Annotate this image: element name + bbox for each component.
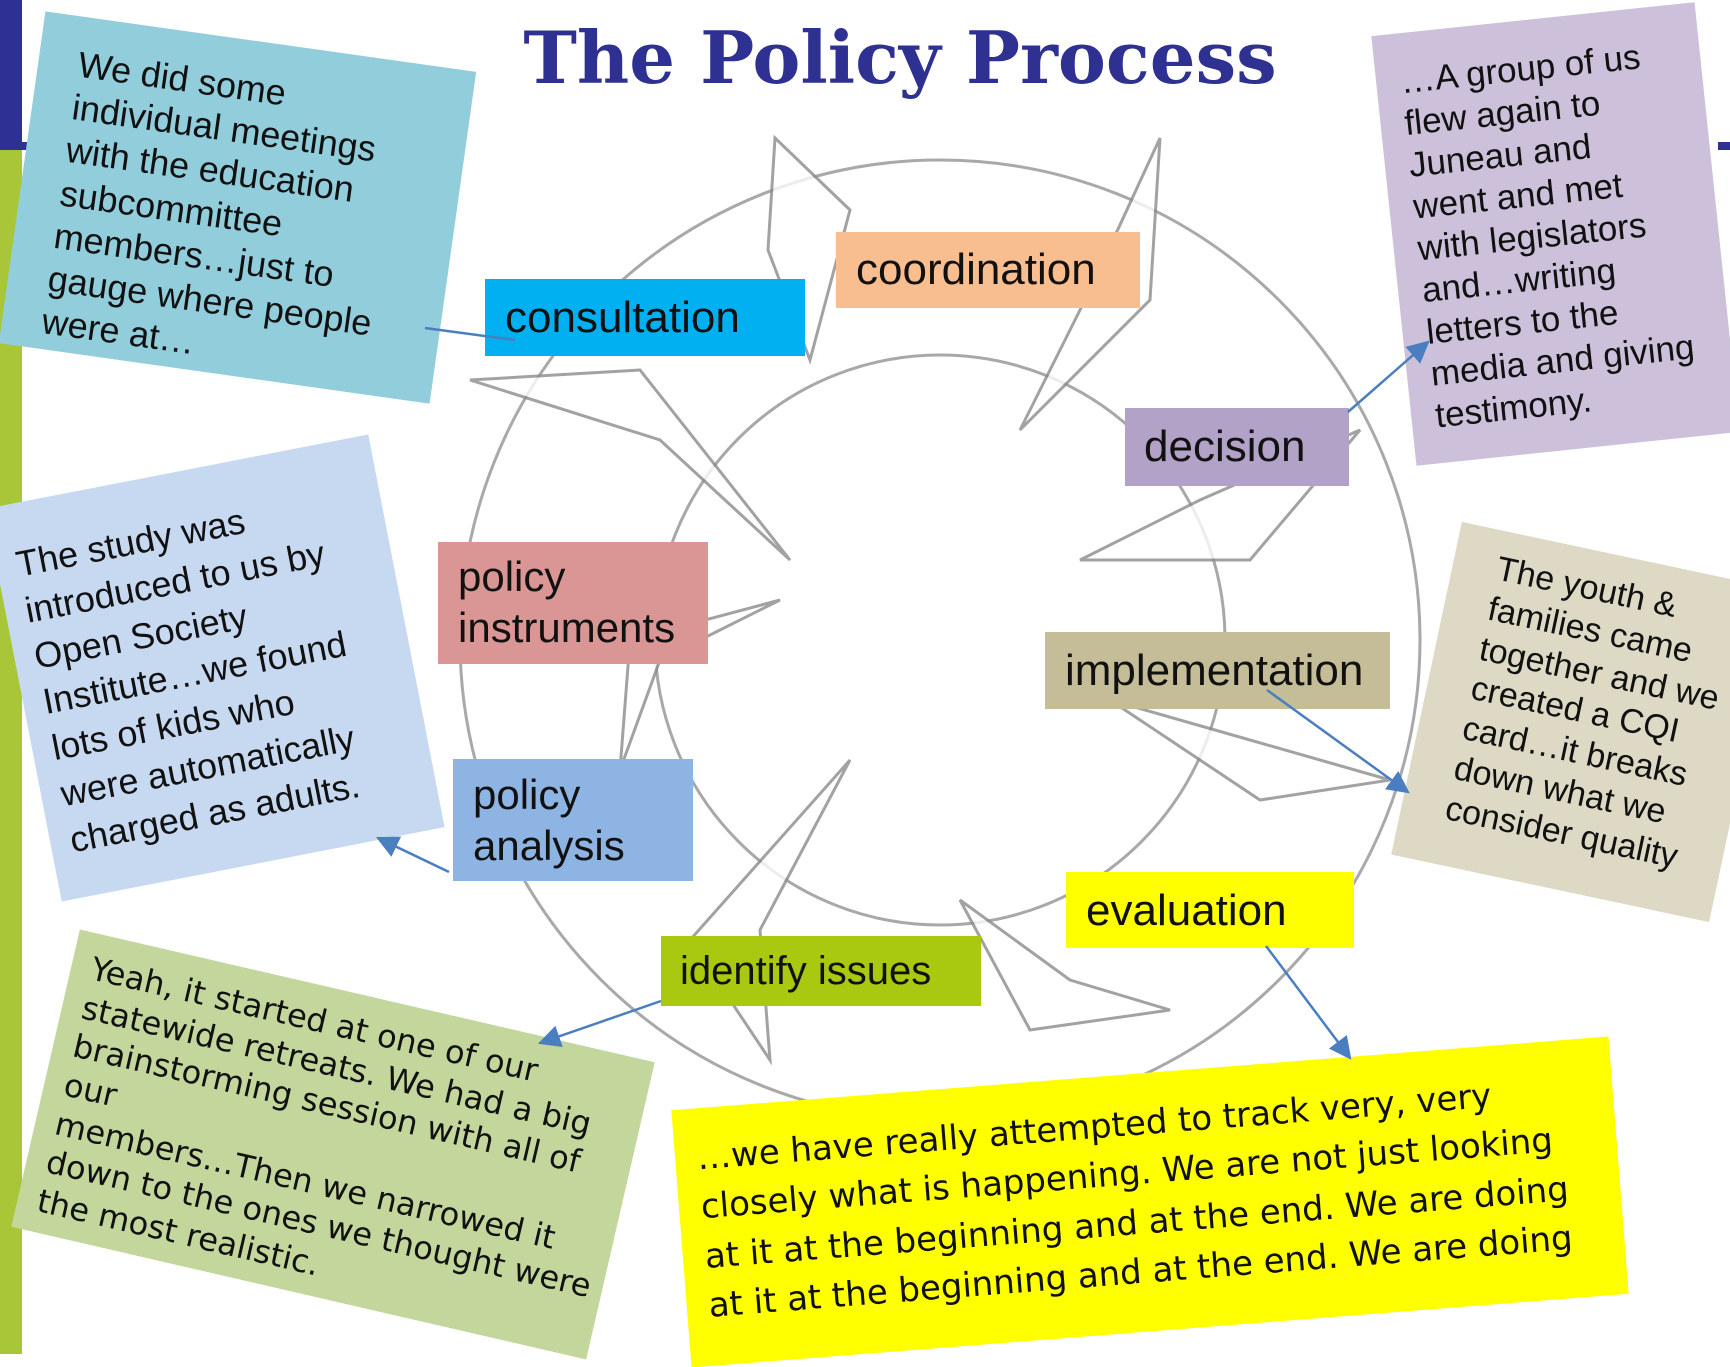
stage-decision: decision — [1125, 408, 1349, 486]
stage-policy-analysis: policy analysis — [453, 759, 693, 881]
stage-evaluation-label: evaluation — [1086, 886, 1287, 935]
connector-policy-analysis — [375, 836, 450, 874]
stage-policy-analysis-line1: policy — [473, 771, 581, 818]
stage-coordination: coordination — [836, 232, 1140, 308]
stage-evaluation: evaluation — [1066, 872, 1354, 948]
stage-implementation-label: implementation — [1065, 646, 1364, 695]
cycle-arrow-1 — [766, 134, 852, 365]
stage-policy-instruments-line2: instruments — [458, 604, 676, 652]
stage-consultation-label: consultation — [505, 293, 740, 342]
connector-implementation — [1266, 688, 1410, 794]
stage-consultation: consultation — [485, 279, 805, 356]
stage-decision-label: decision — [1144, 422, 1306, 471]
connector-evaluation — [1265, 945, 1352, 1060]
stage-identify-issues-label: identify issues — [680, 949, 932, 993]
cycle-arrow-8 — [469, 368, 792, 562]
page-title: The Policy Process — [523, 15, 1277, 100]
stage-implementation: implementation — [1045, 632, 1390, 709]
accent-line-right — [1718, 142, 1730, 150]
accent-bar-green — [0, 150, 22, 1354]
accent-bar-navy — [0, 0, 22, 150]
cycle-arrow-5 — [958, 898, 1171, 1032]
connector-consultation — [424, 326, 516, 342]
stage-identify-issues: identify issues — [661, 936, 981, 1006]
stage-coordination-label: coordination — [856, 245, 1096, 294]
connector-decision — [1347, 340, 1430, 413]
stage-policy-instruments-line1: policy — [458, 553, 566, 600]
stage-policy-analysis-line2: analysis — [473, 822, 625, 870]
connector-identify-issues — [537, 999, 662, 1047]
stage-policy-instruments: policy instruments — [438, 542, 708, 664]
